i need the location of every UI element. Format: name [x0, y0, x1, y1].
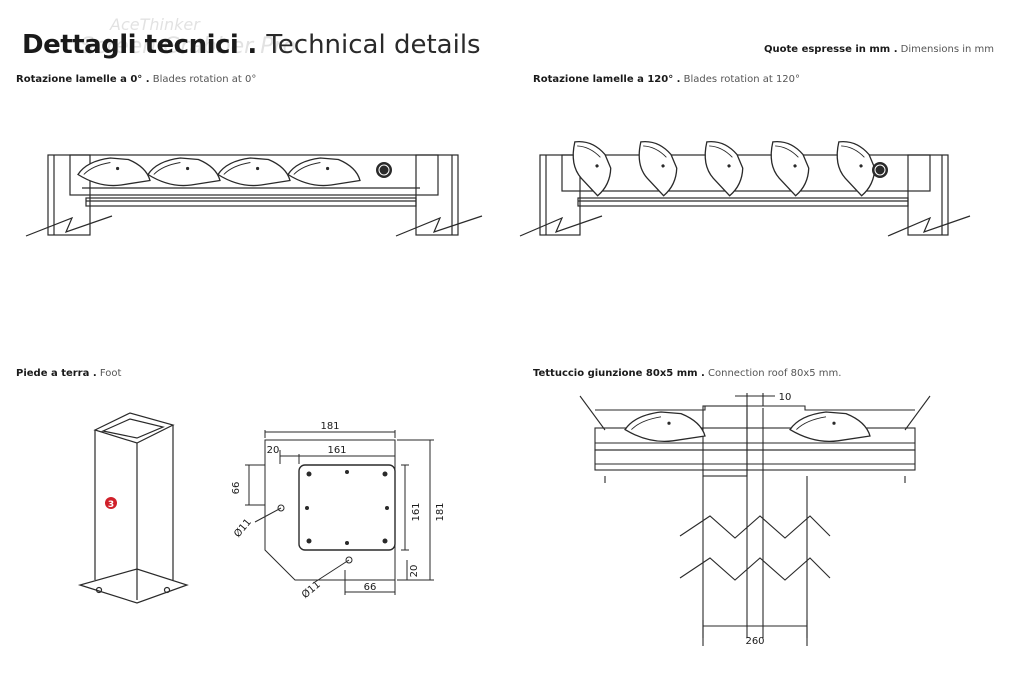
dimensions-note-en: Dimensions in mm — [897, 44, 994, 55]
label-rotation-0-en: Blades rotation at 0° — [149, 74, 257, 85]
plate-inner — [298, 464, 396, 551]
blade-tilted-1 — [572, 140, 612, 197]
dim-offset-bottom: 20 — [409, 565, 420, 578]
label-rotation-120: Rotazione lamelle a 120° . Blades rotati… — [533, 74, 800, 85]
label-rotation-120-it: Rotazione lamelle a 120° . — [533, 74, 681, 85]
watermark-line1: AceThinker — [110, 15, 200, 34]
label-rotation-120-en: Blades rotation at 120° — [680, 74, 801, 85]
beam — [577, 197, 909, 207]
blades-tilted — [572, 140, 876, 197]
diagram-foot-post: 3 — [77, 412, 189, 604]
roof-blade-right — [789, 411, 871, 442]
dim-height-inner: 161 — [411, 502, 422, 521]
diagram-connection-roof: 10 260 — [579, 392, 931, 647]
blade-tilted-4 — [770, 140, 810, 197]
dim-offset-top: 20 — [267, 445, 280, 456]
diagram-base-plate: 181 20 161 66 Ø11 161 181 20 Ø11 66 — [231, 421, 446, 601]
motor-gear — [872, 162, 888, 178]
blade-flat-2 — [147, 157, 221, 187]
blade-tilted-5 — [836, 140, 876, 197]
motor-gear — [376, 162, 392, 178]
label-rotation-0-it: Rotazione lamelle a 0° . — [16, 74, 150, 85]
title-english: Technical details — [266, 30, 481, 60]
title-italian: Dettagli tecnici — [22, 30, 239, 60]
watermark: AceThinker Screen Grabber Pro — [20, 14, 296, 58]
page-title: Dettagli tecnici . Technical details — [22, 28, 481, 62]
dim-offset-left: 66 — [231, 482, 242, 495]
dim-hole-bottom: Ø11 — [299, 578, 323, 600]
item-badge — [105, 497, 117, 509]
blades-flat — [77, 157, 361, 187]
blade-flat-4 — [287, 157, 361, 187]
dim-width: 260 — [745, 636, 764, 647]
dim-width-inner: 161 — [327, 445, 346, 456]
roof-blades — [624, 411, 871, 442]
label-connection-roof: Tettuccio giunzione 80x5 mm . Connection… — [533, 368, 841, 379]
roof-gutter — [594, 449, 916, 471]
label-foot: Piede a terra . Foot — [16, 368, 121, 379]
label-connection-roof-en: Connection roof 80x5 mm. — [704, 368, 842, 379]
label-foot-it: Piede a terra . — [16, 368, 97, 379]
blade-tilted-2 — [638, 140, 678, 197]
label-foot-en: Foot — [96, 368, 122, 379]
frame — [69, 154, 439, 196]
diagram-blades-0 — [25, 154, 483, 237]
base-plate — [77, 568, 189, 604]
dimensions-note: Quote espresse in mm . Dimensions in mm — [764, 44, 994, 55]
plate-outline — [264, 439, 396, 581]
blade-tilted-3 — [704, 140, 744, 197]
roof-blade-left — [624, 411, 706, 442]
watermark-line2: Screen Grabber Pro — [80, 34, 296, 59]
dim-offset-bottom-x: 66 — [364, 582, 377, 593]
blade-flat-3 — [217, 157, 291, 187]
diagram-blades-120 — [519, 140, 971, 237]
dimensions-note-it: Quote espresse in mm . — [764, 44, 898, 55]
dim-gap: 10 — [779, 392, 792, 403]
label-connection-roof-it: Tettuccio giunzione 80x5 mm . — [533, 368, 705, 379]
joint-cover — [702, 405, 748, 477]
dim-height-outer: 181 — [435, 502, 446, 521]
frame — [561, 154, 931, 192]
label-rotation-0: Rotazione lamelle a 0° . Blades rotation… — [16, 74, 256, 85]
left-post — [539, 154, 581, 236]
beam — [85, 197, 417, 207]
dim-hole-top: Ø11 — [231, 516, 253, 540]
item-badge-number: 3 — [108, 500, 114, 510]
dim-width-outer: 181 — [320, 421, 339, 432]
title-separator: . — [238, 30, 267, 60]
blade-flat-1 — [77, 157, 151, 187]
